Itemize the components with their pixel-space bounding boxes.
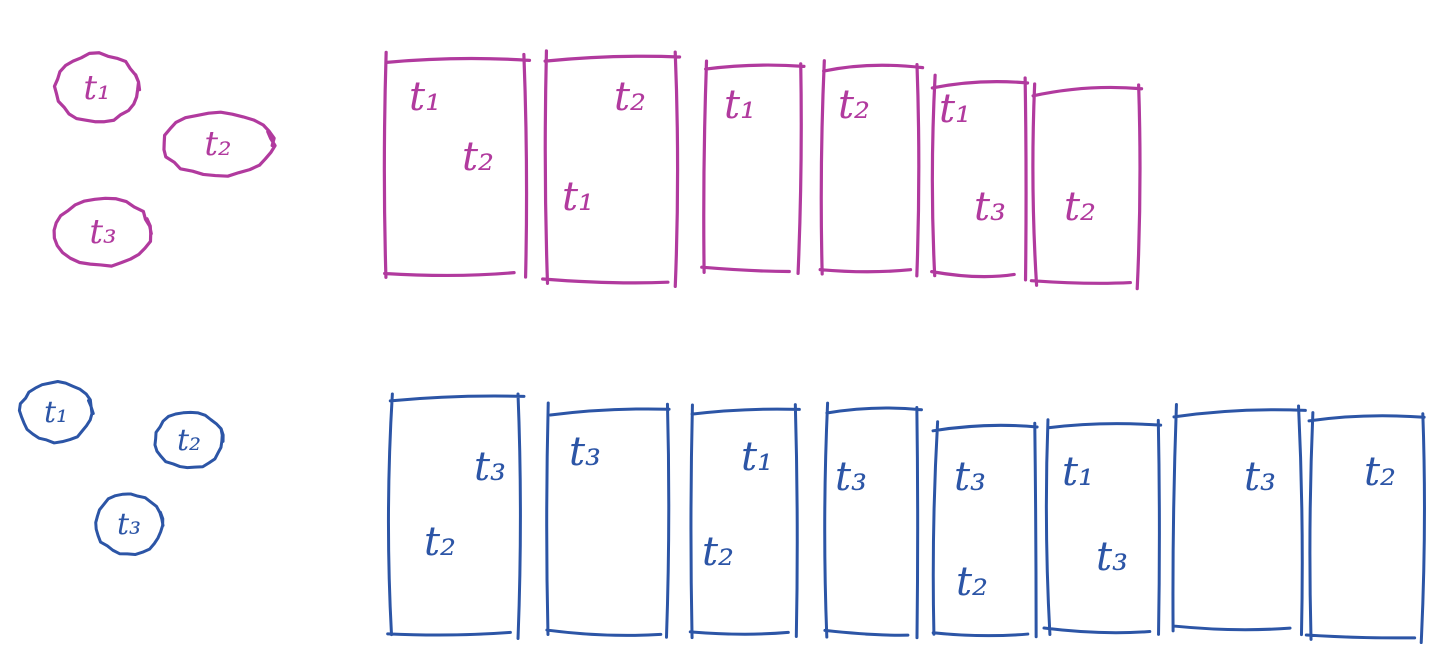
box-token: t₂ xyxy=(462,134,494,180)
box-token: t₃ xyxy=(835,454,867,500)
node-label: t₃ xyxy=(89,212,116,252)
blue-node-1: t₁ xyxy=(17,379,95,445)
box-token: t₂ xyxy=(956,559,988,605)
blue-box-4: t₃ xyxy=(823,401,923,640)
blue-box-8: t₂ xyxy=(1304,411,1426,645)
box-outline xyxy=(688,403,801,640)
box-token: t₁ xyxy=(741,434,773,480)
node-label: t₁ xyxy=(83,68,110,108)
box-outline xyxy=(931,420,1039,639)
blue-box-1: t₃ t₂ xyxy=(386,392,526,640)
box-token: t₂ xyxy=(1364,449,1396,495)
box-token: t₁ xyxy=(1062,449,1094,495)
box-token: t₃ xyxy=(974,184,1006,230)
magenta-box-5: t₁ t₃ xyxy=(930,73,1030,282)
box-token: t₃ xyxy=(1096,534,1128,580)
node-circle xyxy=(17,379,95,445)
box-token: t₃ xyxy=(1244,454,1276,500)
box-token: t₃ xyxy=(569,429,601,475)
magenta-box-3: t₁ xyxy=(700,59,806,276)
magenta-node-2: t₂ xyxy=(162,110,277,178)
box-outline xyxy=(1042,418,1163,636)
blue-node-3: t₃ xyxy=(94,492,165,557)
node-circle xyxy=(153,410,225,470)
box-token: t₁ xyxy=(562,174,594,220)
box-outline xyxy=(1029,82,1144,291)
box-outline xyxy=(1171,402,1307,637)
box-token: t₁ xyxy=(939,86,971,132)
magenta-box-2: t₂ t₁ xyxy=(541,49,682,289)
magenta-row: t₁ t₂ t₃ t₁ t₂ t₂ t₁ t₁ t₂ t₁ t₃ t₂ xyxy=(52,49,1144,291)
box-outline xyxy=(1304,411,1426,645)
box-token: t₂ xyxy=(838,82,870,128)
box-token: t₁ xyxy=(724,82,756,128)
box-outline xyxy=(823,401,923,640)
box-token: t₂ xyxy=(1064,184,1096,230)
magenta-node-3: t₃ xyxy=(52,196,153,268)
node-label: t₂ xyxy=(177,423,201,458)
magenta-box-1: t₁ t₂ xyxy=(382,50,532,279)
box-outline xyxy=(382,50,532,279)
box-outline xyxy=(541,49,682,289)
node-circle xyxy=(162,110,277,178)
box-outline xyxy=(545,401,671,639)
box-token: t₁ xyxy=(409,74,441,120)
box-outline xyxy=(930,73,1030,282)
blue-box-2: t₃ xyxy=(545,401,671,639)
box-token: t₂ xyxy=(614,74,646,120)
node-label: t₃ xyxy=(117,507,141,542)
box-token: t₃ xyxy=(474,444,506,490)
magenta-box-4: t₂ xyxy=(818,59,925,278)
node-circle xyxy=(52,51,142,124)
box-token: t₂ xyxy=(424,519,456,565)
node-circle xyxy=(52,196,153,268)
node-circle xyxy=(94,492,165,557)
box-outline xyxy=(386,392,526,640)
magenta-box-6: t₂ xyxy=(1029,82,1144,291)
blue-node-2: t₂ xyxy=(153,410,225,470)
blue-box-7: t₃ xyxy=(1171,402,1307,637)
node-label: t₂ xyxy=(204,124,231,164)
node-label: t₁ xyxy=(44,395,68,430)
blue-box-5: t₃ t₂ xyxy=(931,420,1039,639)
box-outline xyxy=(700,59,806,276)
blue-box-3: t₁ t₂ xyxy=(688,403,801,640)
box-outline xyxy=(818,59,925,278)
box-token: t₂ xyxy=(702,529,734,575)
magenta-node-1: t₁ xyxy=(52,51,142,124)
box-token: t₃ xyxy=(954,454,986,500)
